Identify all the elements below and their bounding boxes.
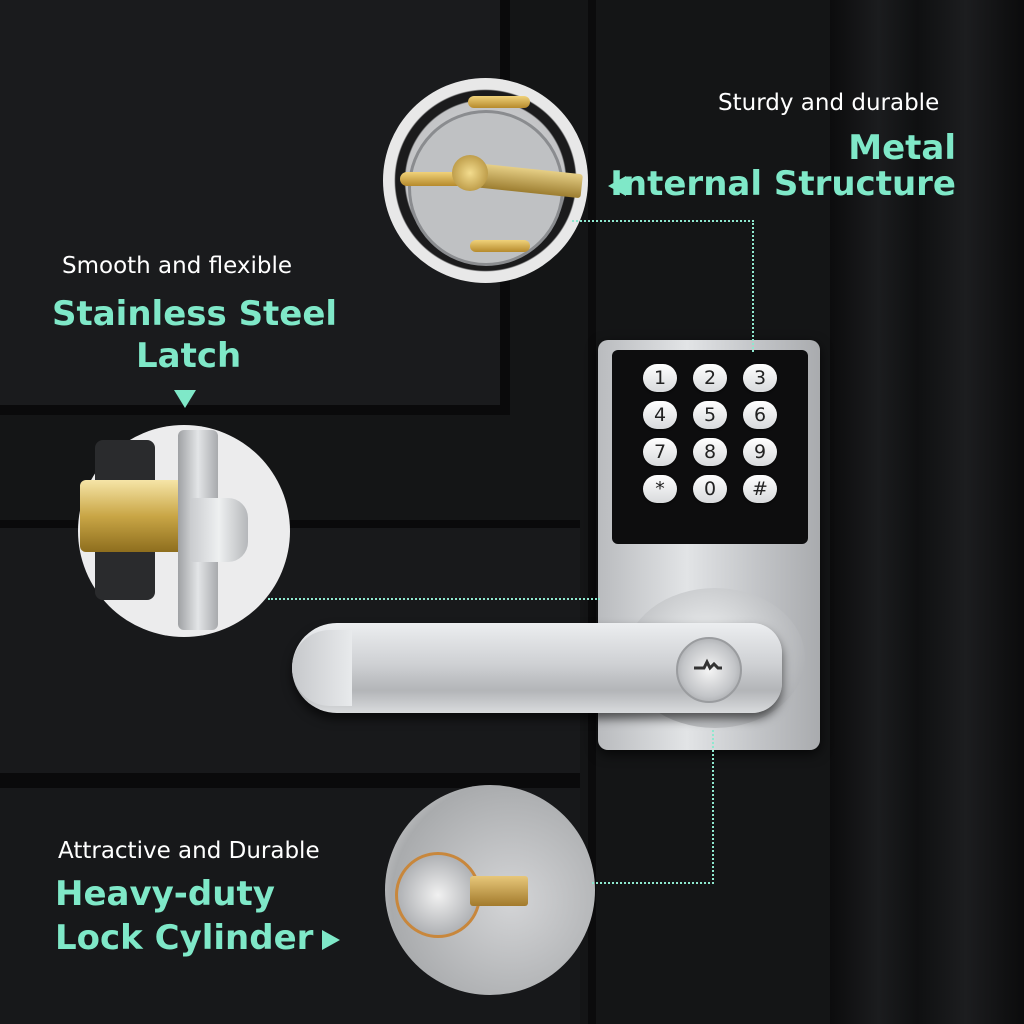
latch-title-line2: Latch — [136, 336, 242, 376]
latch-brass-tube — [80, 480, 190, 552]
latch-bolt — [190, 498, 248, 562]
lever-tip — [292, 630, 352, 706]
keypad-key[interactable]: 5 — [693, 401, 727, 429]
key-cylinder — [676, 637, 742, 703]
connector-latch — [268, 598, 600, 600]
brass-pin-top — [468, 96, 530, 108]
connector-cylinder — [592, 730, 714, 884]
keypad-key[interactable]: # — [743, 475, 777, 503]
internal-subtitle: Sturdy and durable — [718, 90, 940, 116]
arrow-left-icon — [608, 176, 626, 196]
cylinder-title-line2: Lock Cylinder — [55, 918, 314, 958]
connector-internal — [572, 220, 754, 352]
cylinder-tailpiece — [470, 876, 528, 906]
brass-pin-bottom — [470, 240, 530, 252]
internal-title-line1: Metal — [848, 128, 956, 168]
keypad-key[interactable]: 0 — [693, 475, 727, 503]
cylinder-body — [395, 852, 481, 938]
latch-subtitle: Smooth and flexible — [62, 253, 293, 279]
arrow-right-icon — [322, 930, 340, 950]
door-stile — [588, 0, 596, 1024]
spindle-hub — [452, 155, 488, 191]
keypad-key[interactable]: 9 — [743, 438, 777, 466]
arrow-down-icon — [174, 390, 196, 408]
keypad-key[interactable]: 4 — [643, 401, 677, 429]
latch-title-line1: Stainless Steel — [52, 294, 338, 334]
key-hole-icon — [694, 658, 722, 671]
keypad-key[interactable]: 8 — [693, 438, 727, 466]
keypad-key[interactable]: 6 — [743, 401, 777, 429]
keypad-key[interactable]: 1 — [643, 364, 677, 392]
cylinder-title-line1: Heavy-duty — [55, 874, 275, 914]
keypad-key[interactable]: 7 — [643, 438, 677, 466]
cylinder-subtitle: Attractive and Durable — [58, 838, 320, 864]
keypad-key[interactable]: 3 — [743, 364, 777, 392]
internal-title-line2: Internal Structure — [610, 164, 956, 204]
keypad-key[interactable]: * — [643, 475, 677, 503]
keypad-key[interactable]: 2 — [693, 364, 727, 392]
door-frame-trim — [830, 0, 1024, 1024]
